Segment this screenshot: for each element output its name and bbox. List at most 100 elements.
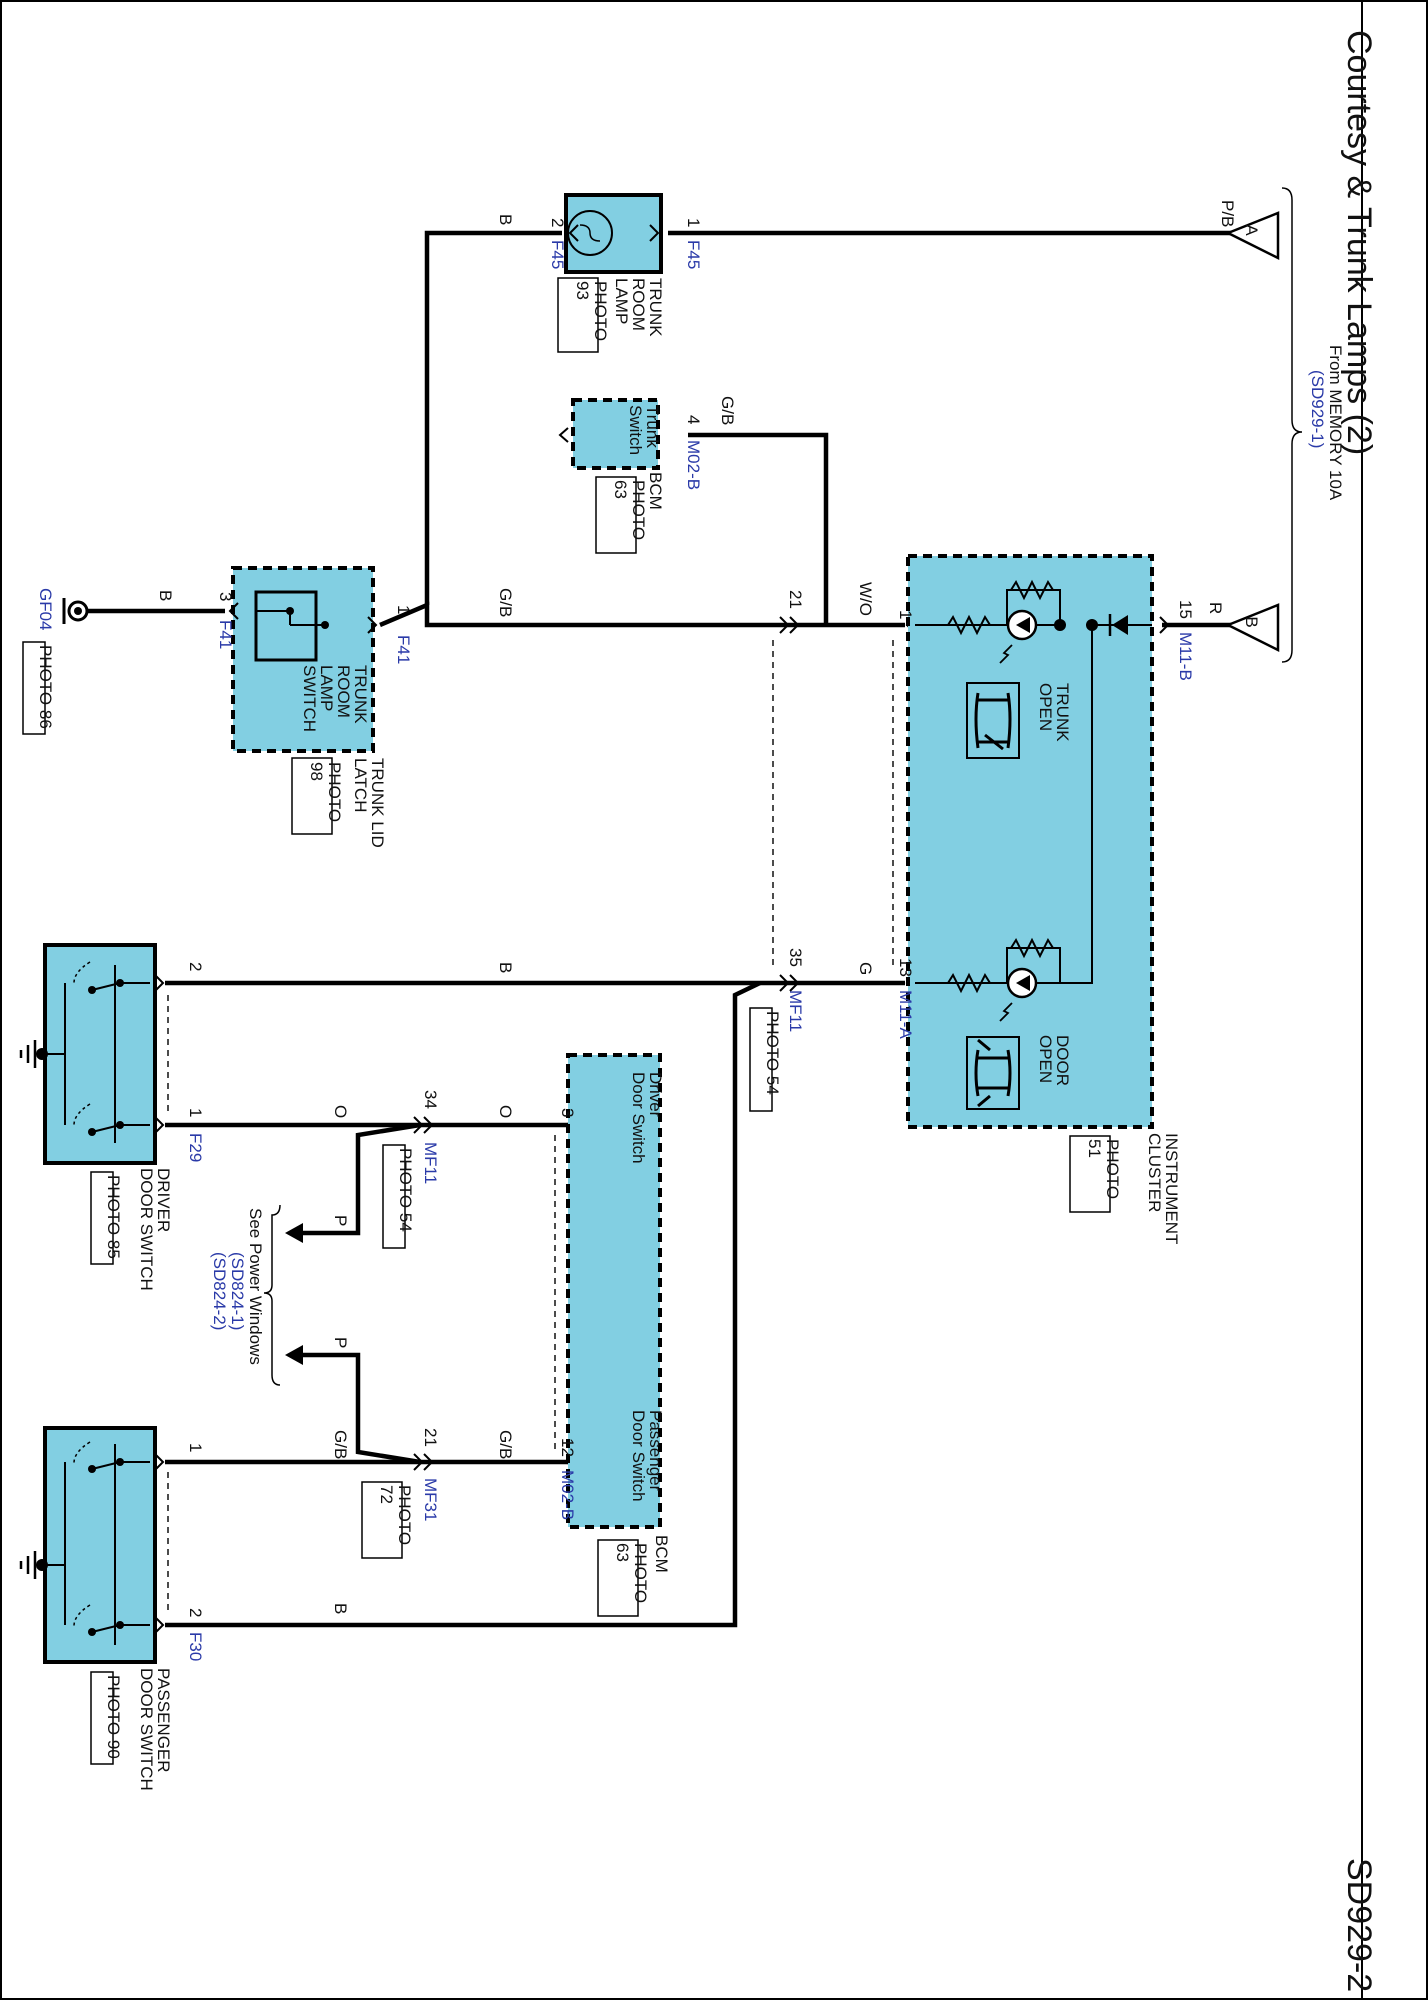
mf11-photo-box xyxy=(749,1007,773,1112)
cluster-name2: CLUSTER xyxy=(1145,1133,1164,1212)
cluster-photo-box xyxy=(1069,1135,1111,1213)
latch-photo: PHOTO xyxy=(325,762,344,822)
ground-conn: GF04 xyxy=(36,588,55,631)
cluster-conn-a: M11-A xyxy=(896,990,915,1039)
wire-label-b-lamp: B xyxy=(496,214,515,225)
connector-b-label: B xyxy=(1242,616,1261,627)
connector-a-symbol xyxy=(1224,211,1280,261)
wire-p2 xyxy=(295,1352,421,1465)
mf31-photo-num: 72 xyxy=(377,1485,396,1504)
door-open-line1: DOOR xyxy=(1053,1035,1072,1086)
latch-photo-box xyxy=(291,757,333,835)
latch-switch-line4: SWITCH xyxy=(300,665,319,732)
lamp-bulb-icon xyxy=(567,210,613,256)
driver-switch-pin2: 2 xyxy=(186,962,205,971)
mf31-photo: PHOTO xyxy=(395,1485,414,1545)
power-windows-line1: See Power Windows xyxy=(246,1208,265,1365)
wire-b-lamp xyxy=(424,230,562,605)
trunk-lamp-conn1: F45 xyxy=(684,240,703,269)
mf11-pin21: 21 xyxy=(786,590,805,609)
wire-label-gb-main: G/B xyxy=(496,588,515,617)
bcm-trunk-photo: PHOTO xyxy=(629,480,648,540)
driver-switch-line1: DRIVER xyxy=(154,1168,173,1232)
latch-pin1: 1 xyxy=(394,605,413,614)
fuse-brace xyxy=(1281,187,1303,663)
wire-label-wo: W/O xyxy=(856,582,875,616)
door-open-line2: OPEN xyxy=(1036,1035,1055,1083)
passenger-switch-pin1: 1 xyxy=(186,1443,205,1452)
mf31-conn: MF31 xyxy=(421,1478,440,1521)
mf11-o-connector: 34 MF11 PHOTO 54 xyxy=(382,1090,440,1249)
cluster-pin13: 13 xyxy=(896,958,915,977)
trunk-lamp-pin2: 2 xyxy=(548,218,567,227)
bcm-doors-name: BCM xyxy=(652,1535,671,1573)
mf11-o-photo-box xyxy=(382,1144,406,1249)
wire-gb-bcm xyxy=(688,432,829,625)
door-series-resistor xyxy=(947,972,991,994)
door-open-warning-icon xyxy=(966,1036,1020,1110)
mf11-pin35: 35 xyxy=(786,948,805,967)
trunk-series-resistor xyxy=(947,614,991,636)
trunk-lamp-photo-num: 93 xyxy=(573,281,592,300)
wire-b-pass xyxy=(165,980,761,1628)
wires xyxy=(78,230,1232,1628)
connector-a-label: A xyxy=(1242,224,1261,236)
trunk-lamp-pin1: 1 xyxy=(684,218,703,227)
bcm-doors-conn: M02-B xyxy=(558,1470,577,1520)
mf31-pin: 21 xyxy=(421,1428,440,1447)
wire-label-b-driver: B xyxy=(496,962,515,973)
wire-p1 xyxy=(295,1122,421,1236)
driver-switch-pin1: 1 xyxy=(186,1108,205,1117)
trunk-lid-latch: TRUNK ROOM LAMP SWITCH TRUNK LID LATCH P… xyxy=(216,566,413,848)
driver-switch-photo: PHOTO 85 xyxy=(104,1175,123,1259)
latch-conn1: F41 xyxy=(394,635,413,664)
wire-label-pb: P/B xyxy=(1218,200,1237,227)
bcm-doors-photo: PHOTO xyxy=(631,1543,650,1603)
latch-switch-line2: ROOM xyxy=(334,665,353,718)
mf11-photo: PHOTO 54 xyxy=(763,1011,782,1095)
ground-photo-box xyxy=(22,641,46,735)
wire-label-p2: P xyxy=(331,1337,350,1348)
fuse-line1: From MEMORY 10A xyxy=(1326,345,1345,501)
bcm-pin3: 3 xyxy=(558,1108,577,1117)
latch-photo-num: 98 xyxy=(307,762,326,781)
cluster-name1: INSTRUMENT xyxy=(1162,1133,1181,1244)
bcm-trunk-switch: Trunk Switch 4 M02-B BCM PHOTO 63 xyxy=(571,398,703,554)
latch-conn3: F41 xyxy=(216,620,235,649)
bcm-driver-line1: Driver xyxy=(646,1072,665,1118)
mf11-o-pin: 34 xyxy=(421,1090,440,1109)
bcm-doors-photo-box xyxy=(597,1539,639,1617)
passenger-switch-line1: PASSENGER xyxy=(154,1668,173,1773)
ground-gf04: GF04 PHOTO 86 xyxy=(22,588,89,735)
mf11-conn: MF11 xyxy=(786,990,805,1032)
bcm-passenger-line2: Door Switch xyxy=(629,1410,648,1502)
trunk-lamp-conn2: F45 xyxy=(548,240,567,269)
bcm-trunk-switch-body xyxy=(571,398,660,470)
instrument-cluster-body xyxy=(906,554,1154,1129)
arrow-power-window-1 xyxy=(285,1223,303,1243)
latch-switch-line3: LAMP xyxy=(317,665,336,711)
trunk-room-lamp-body xyxy=(564,193,663,274)
cluster-pin1: 1 xyxy=(896,610,915,619)
trunk-lamp-line3: LAMP xyxy=(612,278,631,324)
latch-outer-line2: LATCH xyxy=(351,758,370,812)
power-windows-line2: (SD824-1) xyxy=(228,1252,247,1330)
bcm-trunk-photo-box xyxy=(595,476,637,554)
trunk-open-warning-icon xyxy=(966,682,1020,759)
driver-ground-icon xyxy=(36,1048,48,1060)
cluster-photo-num: 51 xyxy=(1085,1139,1104,1158)
passenger-switch-photo: PHOTO 90 xyxy=(104,1675,123,1759)
bcm-trunk-photo-num: 63 xyxy=(611,480,630,499)
passenger-switch-photo-box xyxy=(90,1671,114,1765)
wire-label-o1: O xyxy=(331,1105,350,1118)
arrow-power-window-2 xyxy=(285,1345,303,1365)
power-windows-ref: See Power Windows (SD824-1) (SD824-2) xyxy=(210,1204,281,1386)
passenger-switch-line2: DOOR SWITCH xyxy=(137,1668,156,1791)
mf31-connector: 21 MF31 PHOTO 72 xyxy=(361,1428,440,1559)
bcm-driver-line2: Door Switch xyxy=(629,1072,648,1164)
fuse-source: A B From MEMORY 10A (SD929-1) xyxy=(1224,187,1345,663)
bcm-trunk-pin: 4 xyxy=(684,415,703,424)
latch-switch-line1: TRUNK xyxy=(351,665,370,724)
driver-door-switch: 2 1 F29 DRIVER DOOR SWITCH PHOTO 85 xyxy=(19,943,205,1291)
